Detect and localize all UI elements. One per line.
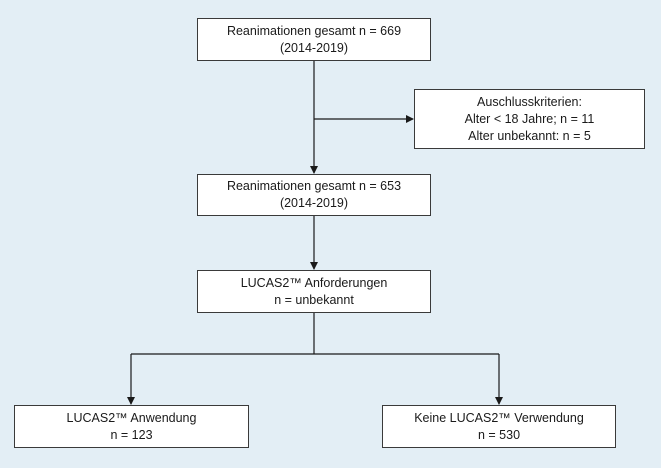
box-total-initial-line1: Reanimationen gesamt n = 669 <box>226 23 402 38</box>
box-requests-line2: n = unbekannt <box>274 292 354 307</box>
box-not-used: Keine LUCAS2™ Verwendung n = 530 <box>382 405 616 448</box>
box-exclusion: Auschlusskriterien: Alter < 18 Jahre; n … <box>414 89 645 149</box>
box-used: LUCAS2™ Anwendung n = 123 <box>14 405 249 448</box>
box-requests: LUCAS2™ Anforderungen n = unbekannt <box>197 270 431 313</box>
box-total-final: Reanimationen gesamt n = 653 (2014-2019) <box>197 174 431 216</box>
box-total-initial-line2: (2014-2019) <box>279 40 349 55</box>
box-not-used-line2: n = 530 <box>477 427 521 442</box>
box-requests-line1: LUCAS2™ Anforderungen <box>240 275 388 290</box>
box-used-line2: n = 123 <box>110 427 153 442</box>
box-not-used-line1: Keine LUCAS2™ Verwendung <box>414 410 584 425</box>
box-exclusion-line3: Alter unbekannt: n = 5 <box>468 128 591 143</box>
box-exclusion-line1: Auschlusskriterien: <box>477 94 582 109</box>
box-total-initial: Reanimationen gesamt n = 669 (2014-2019) <box>197 18 431 61</box>
box-total-final-line1: Reanimationen gesamt n = 653 <box>226 179 402 193</box>
box-exclusion-line2: Alter < 18 Jahre; n = 11 <box>464 111 595 126</box>
box-total-final-line2: (2014-2019) <box>279 196 349 210</box>
box-used-line1: LUCAS2™ Anwendung <box>66 410 197 425</box>
